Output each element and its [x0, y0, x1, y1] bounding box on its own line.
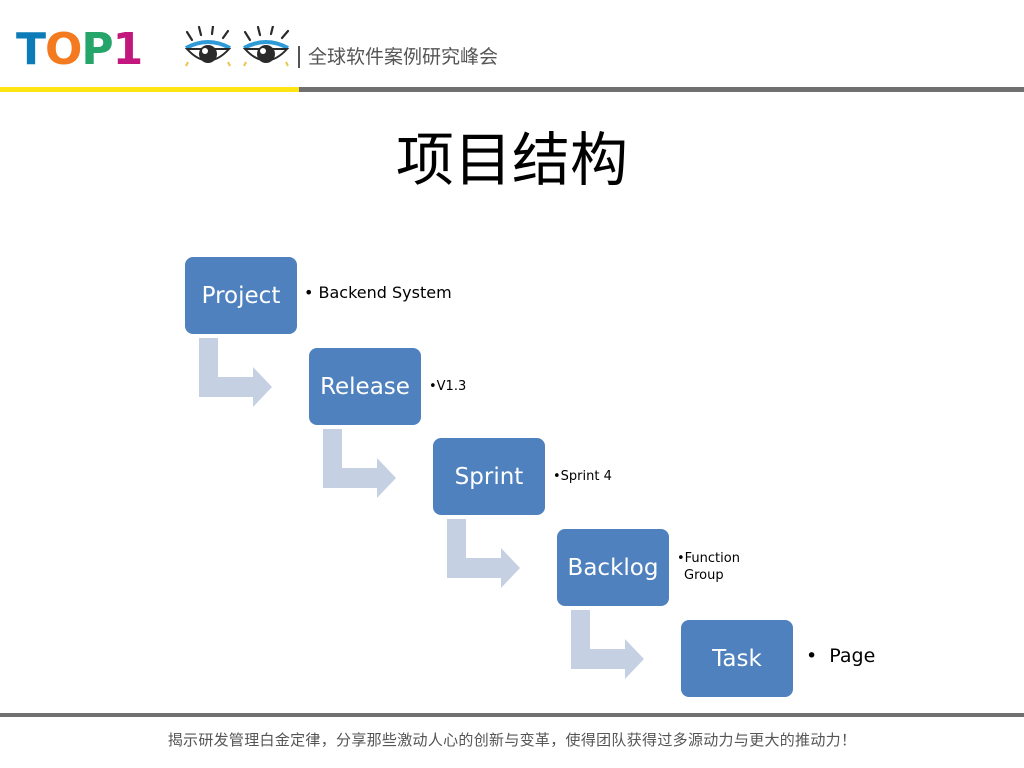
- header-rule-gray: [299, 87, 1024, 92]
- slide-title: 项目结构: [395, 126, 628, 194]
- footer-tagline: 揭示研发管理白金定律，分享那些激动人心的创新与变革，使得团队获得过多源动力与更大…: [167, 731, 857, 749]
- node-release-note: •V1.3: [429, 379, 467, 394]
- arrow-project-release: [199, 338, 272, 407]
- header: TOP1 全球软件案例研究峰会: [0, 0, 1024, 92]
- logo-letter-t: T: [16, 24, 46, 75]
- arrow-sprint-backlog: [447, 519, 520, 588]
- node-sprint-note: •Sprint 4: [553, 469, 612, 484]
- logo-digit-1: 1: [112, 24, 144, 75]
- top1-logo: TOP1: [16, 24, 144, 75]
- node-release: Release: [309, 348, 421, 425]
- header-rule-yellow: [0, 87, 299, 92]
- header-divider: [298, 46, 300, 68]
- node-backlog: Backlog: [557, 529, 669, 606]
- node-backlog-note-line2: Group: [684, 568, 724, 583]
- node-backlog-note-line1: •Function: [677, 551, 740, 566]
- logo-letter-p: P: [81, 24, 113, 75]
- node-task: Task: [681, 620, 793, 697]
- node-project-note: • Backend System: [304, 283, 452, 302]
- logo-eyes-icon: [184, 26, 290, 67]
- logo-letter-o: O: [45, 24, 82, 75]
- node-project: Project: [185, 257, 297, 334]
- arrow-release-sprint: [323, 429, 396, 498]
- node-task-note: • Page: [806, 645, 876, 667]
- conference-name: 全球软件案例研究峰会: [308, 46, 499, 68]
- node-sprint: Sprint: [433, 438, 545, 515]
- footer-rule: [0, 713, 1024, 717]
- arrow-backlog-task: [571, 610, 644, 679]
